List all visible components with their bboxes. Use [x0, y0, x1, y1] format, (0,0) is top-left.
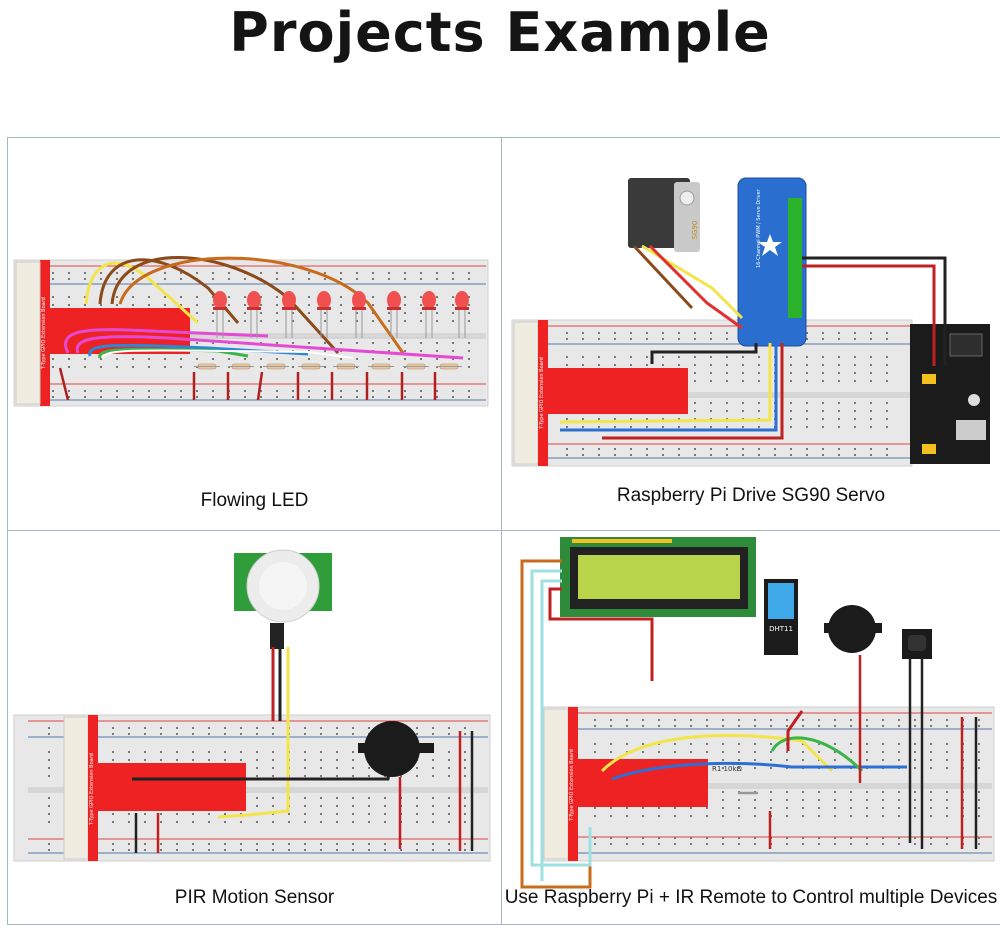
panel-flowing-led: T-Type GPIO Extension Board: [8, 138, 501, 530]
flowing-led-circuit-diagram: T-Type GPIO Extension Board: [13, 256, 489, 407]
pir-sensor: [234, 549, 332, 649]
lcd-display: [560, 537, 756, 617]
pwm-servo-driver: 16-Channel PWM / Servo Driver: [737, 177, 807, 347]
ground-wires: [58, 367, 437, 401]
resistor-label: R1 10kΩ: [712, 765, 743, 773]
ground-wires: [134, 731, 474, 853]
panel-pir-motion: T-Type GPIO Extension Board: [8, 531, 501, 924]
page-title: Projects Example: [229, 1, 771, 64]
caption-flowing-led: Flowing LED: [200, 490, 309, 511]
buzzer: [358, 721, 434, 777]
buzzer: [824, 605, 882, 653]
power-supply-module: [910, 324, 990, 464]
breadboard-holes: [594, 719, 980, 845]
board-label: T-Type GPIO Extension Board: [41, 297, 47, 370]
ir-remote-circuit-diagram: T-Type GPIO Extension Board DHT11: [520, 537, 995, 889]
sensor-label: DHT11: [769, 625, 793, 633]
panel-sg90-servo: T-Type GPIO Extension Board SG90 16-Chan…: [502, 138, 1000, 530]
caption-pir-motion: PIR Motion Sensor: [174, 887, 335, 908]
device-wires: [520, 559, 907, 889]
pir-circuit-diagram: T-Type GPIO Extension Board: [13, 549, 491, 862]
servo-circuit-diagram: T-Type GPIO Extension Board SG90 16-Chan…: [511, 177, 990, 467]
board-label: T-Type GPIO Extension Board: [89, 753, 95, 826]
vertical-divider: [501, 138, 502, 924]
driver-label: 16-Channel PWM / Servo Driver: [756, 188, 762, 268]
board-label: T-Type GPIO Extension Board: [539, 357, 545, 430]
projects-grid: T-Type GPIO Extension Board: [7, 137, 1000, 925]
ground-wires: [738, 655, 978, 849]
caption-ir-remote-devices: Use Raspberry Pi + IR Remote to Control …: [504, 887, 998, 908]
dht11-sensor: DHT11: [764, 579, 798, 655]
servo-wires: [559, 244, 947, 440]
board-label: T-Type GPIO Extension Board: [569, 749, 575, 822]
jumper-wires: [64, 256, 464, 360]
panel-ir-remote-devices: T-Type GPIO Extension Board DHT11: [502, 531, 1000, 924]
resistor-row: [194, 363, 463, 370]
led-row: [213, 290, 470, 339]
horizontal-divider: [8, 530, 1000, 531]
servo-label: SG90: [691, 221, 699, 240]
sg90-servo: SG90: [628, 178, 700, 252]
ir-receiver: [902, 629, 932, 659]
caption-sg90-servo: Raspberry Pi Drive SG90 Servo: [616, 485, 886, 506]
